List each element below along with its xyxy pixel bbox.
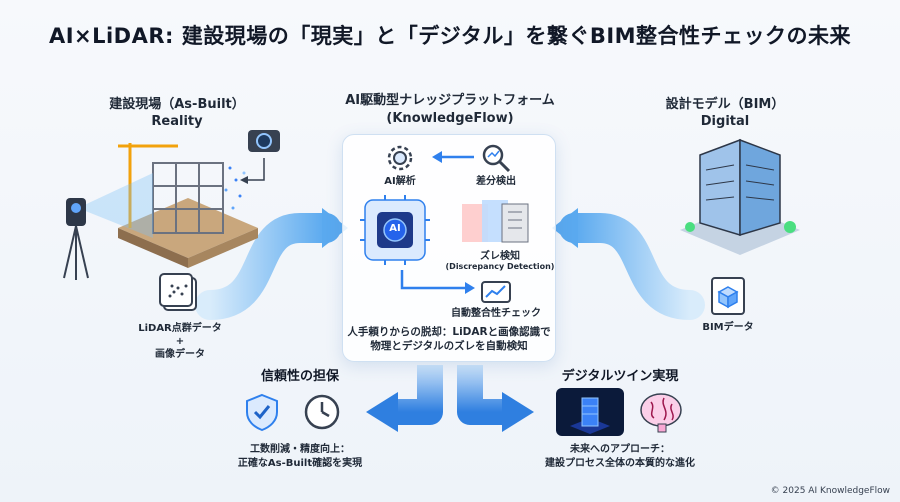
left-flow-arrow xyxy=(195,213,341,320)
ai-chip-icon xyxy=(360,195,430,265)
left-flow-arrow-head xyxy=(322,208,348,248)
analysis-arrow xyxy=(432,151,474,163)
platform-title: AI駆動型ナレッジプラットフォーム xyxy=(345,93,555,108)
point-cloud-icon xyxy=(158,272,202,316)
gear-brain-icon xyxy=(382,143,418,173)
brain-icon xyxy=(636,390,686,434)
plus-label: + xyxy=(175,336,185,347)
summary-line-2: 物理とデジタルのズレを自動検知 xyxy=(370,340,528,352)
check-arrow xyxy=(400,270,475,294)
building-construction-icon xyxy=(118,143,258,268)
discrepancy-en-label: (Discrepancy Detection) xyxy=(445,262,555,271)
down-left-arrow-head xyxy=(366,392,398,432)
twin-title: デジタルツイン実現 xyxy=(561,369,679,384)
chip-label: AI xyxy=(389,223,401,234)
right-flow-arrow-head xyxy=(552,208,578,248)
reliability-line-2: 正確なAs-Built確認を実現 xyxy=(237,458,363,469)
image-data-label: 画像データ xyxy=(155,349,205,360)
design-title: 設計モデル（BIM） xyxy=(665,97,785,112)
copyright: © 2025 AI KnowledgeFlow xyxy=(770,486,890,496)
twin-line-1: 未来へのアプローチ： xyxy=(570,444,670,455)
down-right-arrow-head xyxy=(502,392,534,432)
platform-subtitle: (KnowledgeFlow) xyxy=(386,111,514,126)
construction-scene xyxy=(58,128,288,288)
camera-icon xyxy=(240,130,280,184)
reliability-line-1: 工数削減・精度向上： xyxy=(250,444,350,455)
right-flow-arrow xyxy=(559,213,705,320)
page-title: AI×LiDAR: 建設現場の「現実」と「デジタル」を繋ぐBIM整合性チェックの… xyxy=(48,24,852,48)
bim-data-label: BIMデータ xyxy=(702,322,754,333)
down-right-arrow xyxy=(457,365,505,425)
magnifier-icon xyxy=(478,142,514,174)
shield-check-icon xyxy=(242,392,282,432)
down-left-arrow xyxy=(395,365,443,425)
bim-building-icon xyxy=(670,135,810,255)
reality-subtitle: Reality xyxy=(151,114,203,129)
digital-twin-icon xyxy=(556,388,624,436)
twin-line-2: 建設プロセス全体の本質的な進化 xyxy=(545,458,695,469)
lidar-scanner-icon xyxy=(63,173,153,280)
diff-detect-label: 差分検出 xyxy=(476,176,516,187)
ai-analysis-label: AI解析 xyxy=(384,176,416,187)
reality-title: 建設現場（As-Built） xyxy=(109,97,245,112)
lidar-data-label: LiDAR点群データ xyxy=(138,323,222,334)
discrepancy-visual xyxy=(456,196,538,250)
cube-icon xyxy=(708,276,748,316)
clock-icon xyxy=(302,392,342,432)
design-subtitle: Digital xyxy=(700,114,750,129)
summary-line-1: 人手頼りからの脱却：LiDARと画像認識で xyxy=(347,326,551,338)
chart-check-icon xyxy=(480,280,512,306)
discrepancy-label: ズレ検知 xyxy=(480,251,520,262)
platform-panel xyxy=(342,134,556,362)
reliability-title: 信頼性の担保 xyxy=(260,369,339,384)
auto-check-label: 自動整合性チェック xyxy=(451,308,541,319)
